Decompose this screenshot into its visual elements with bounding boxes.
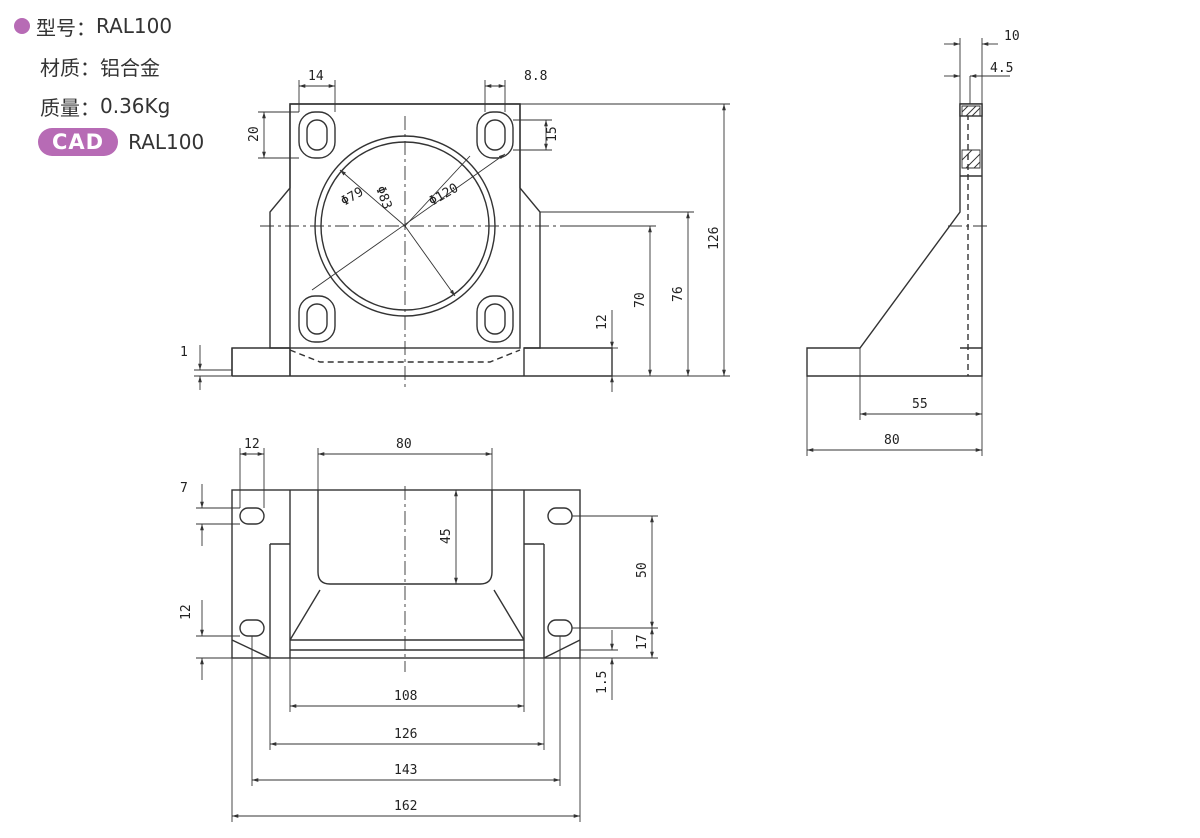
front-slot-holes — [298, 111, 514, 343]
dim-162: 162 — [394, 799, 417, 814]
side-outline — [806, 103, 983, 377]
dim-12-side: 12 — [179, 604, 194, 620]
dim-d120: Φ120 — [427, 181, 462, 210]
dim-76: 76 — [671, 286, 686, 302]
dim-126: 126 — [707, 227, 722, 250]
side-hatch-mid — [961, 149, 981, 169]
dim-12-top: 12 — [244, 437, 260, 452]
model-value: RAL100 — [96, 14, 173, 38]
dim-d79: Φ79 — [339, 185, 367, 210]
dim-17: 17 — [635, 634, 650, 650]
model-row: 型号： RAL100 — [14, 6, 204, 46]
bottom-cutout — [317, 490, 493, 585]
material-value: 铝合金 — [100, 55, 160, 80]
dim-80-bottom: 80 — [396, 437, 412, 452]
dim-70: 70 — [633, 292, 648, 308]
dim-10: 10 — [1004, 29, 1020, 44]
dim-15: 15 — [545, 126, 560, 142]
cad-model[interactable]: RAL100 — [128, 130, 205, 154]
dim-d83: Φ83 — [372, 184, 394, 211]
dim-108: 108 — [394, 689, 417, 704]
dim-50: 50 — [635, 562, 650, 578]
front-dimension-labels: Φ83 Φ79 Φ120 14 8.8 20 15 126 76 70 12 1 — [180, 69, 722, 360]
material-label: 材质： — [40, 55, 100, 80]
cad-badge[interactable]: CAD — [38, 128, 119, 156]
model-label: 型号： — [36, 15, 96, 40]
dim-8-8: 8.8 — [524, 69, 547, 84]
dim-1: 1 — [180, 345, 188, 360]
front-diameter-lines — [311, 153, 506, 297]
bottom-outline — [231, 489, 581, 659]
weight-label: 质量： — [40, 95, 100, 120]
side-hatch-top — [961, 105, 981, 117]
dim-126-bottom: 126 — [394, 727, 417, 742]
bottom-view — [231, 486, 581, 672]
bottom-dimension-labels: 12 80 7 45 50 12 17 1.5 108 126 143 162 — [179, 437, 650, 814]
weight-value: 0.36Kg — [100, 94, 171, 118]
dim-20: 20 — [247, 126, 262, 142]
bottom-dimension-lines — [196, 448, 658, 822]
dim-14: 14 — [308, 69, 324, 84]
front-view — [231, 103, 613, 390]
dim-7: 7 — [180, 481, 188, 496]
cad-row: CAD RAL100 — [14, 128, 204, 156]
material-row: 材质： 铝合金 — [14, 46, 204, 86]
front-dimension-lines — [194, 80, 730, 392]
dim-55: 55 — [912, 397, 928, 412]
side-dimension-lines — [806, 38, 1010, 456]
bottom-inner-walls — [269, 490, 545, 658]
dim-80-side: 80 — [884, 433, 900, 448]
bullet-dot-icon — [14, 18, 30, 34]
dim-45: 45 — [439, 528, 454, 544]
side-dimension-labels: 10 4.5 55 80 — [884, 29, 1020, 448]
product-info: 型号： RAL100 材质： 铝合金 质量： 0.36Kg CAD RAL100 — [14, 6, 204, 156]
dim-143: 143 — [394, 763, 417, 778]
front-center-lines — [260, 116, 560, 390]
dim-1-5: 1.5 — [595, 671, 610, 694]
weight-row: 质量： 0.36Kg — [14, 86, 204, 126]
dim-12-front: 12 — [595, 314, 610, 330]
dim-4-5: 4.5 — [990, 61, 1013, 76]
side-view — [806, 103, 990, 377]
